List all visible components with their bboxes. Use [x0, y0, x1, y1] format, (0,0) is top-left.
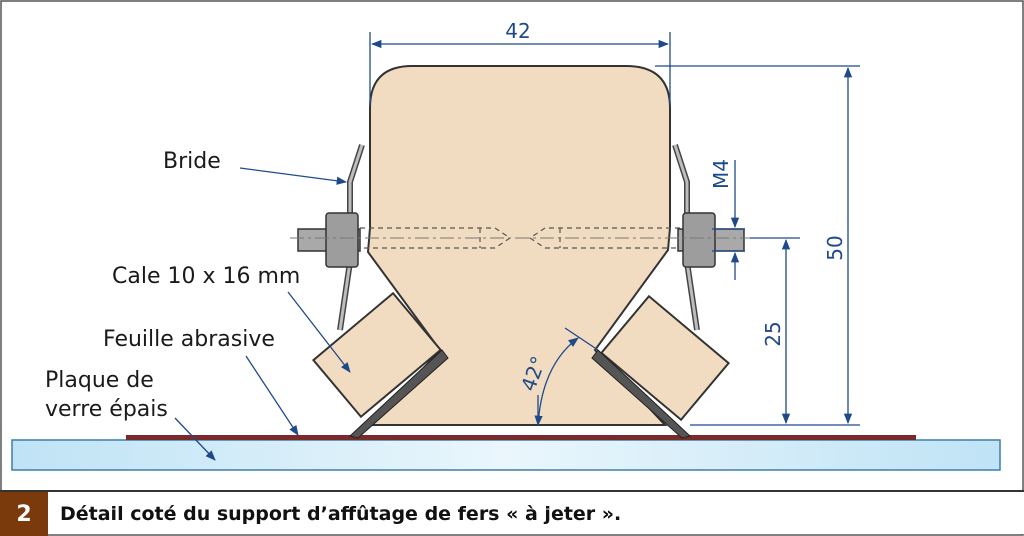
caption-bar: 2 Détail coté du support d’affûtage de f… [0, 490, 1024, 536]
label-bride: Bride [163, 149, 221, 174]
dim-thread-label: M4 [709, 159, 733, 189]
wedge-right [599, 294, 731, 422]
label-plaque-line1: Plaque de [45, 368, 154, 393]
glass-plate [11, 439, 1001, 471]
dim-height-axis [750, 237, 800, 425]
dim-width [369, 32, 671, 105]
wood-body [366, 65, 671, 426]
figure-number-badge: 2 [0, 492, 48, 536]
label-feuille: Feuille abrasive [103, 327, 275, 352]
wedge-left [311, 291, 443, 419]
dim-height-total-label: 50 [823, 235, 847, 260]
label-plaque-line2: verre épais [45, 397, 168, 422]
dim-thread [712, 160, 745, 280]
dim-angle [534, 327, 599, 427]
abrasive-strip-right [591, 349, 692, 439]
leader-bride [239, 167, 348, 185]
label-cale: Cale 10 x 16 mm [112, 264, 300, 289]
abrasive-strip-left [348, 349, 449, 439]
leader-feuille [245, 355, 299, 436]
nut-right [682, 212, 716, 268]
nut-left [325, 212, 359, 268]
dim-height-total [655, 65, 860, 426]
dim-height-axis-label: 25 [761, 321, 785, 346]
leader-plaque [174, 417, 216, 461]
dim-width-label: 42 [505, 19, 530, 43]
abrasive-sheet-base [126, 435, 916, 440]
leader-cale [287, 291, 351, 373]
figure-caption: Détail coté du support d’affûtage de fer… [60, 503, 622, 525]
